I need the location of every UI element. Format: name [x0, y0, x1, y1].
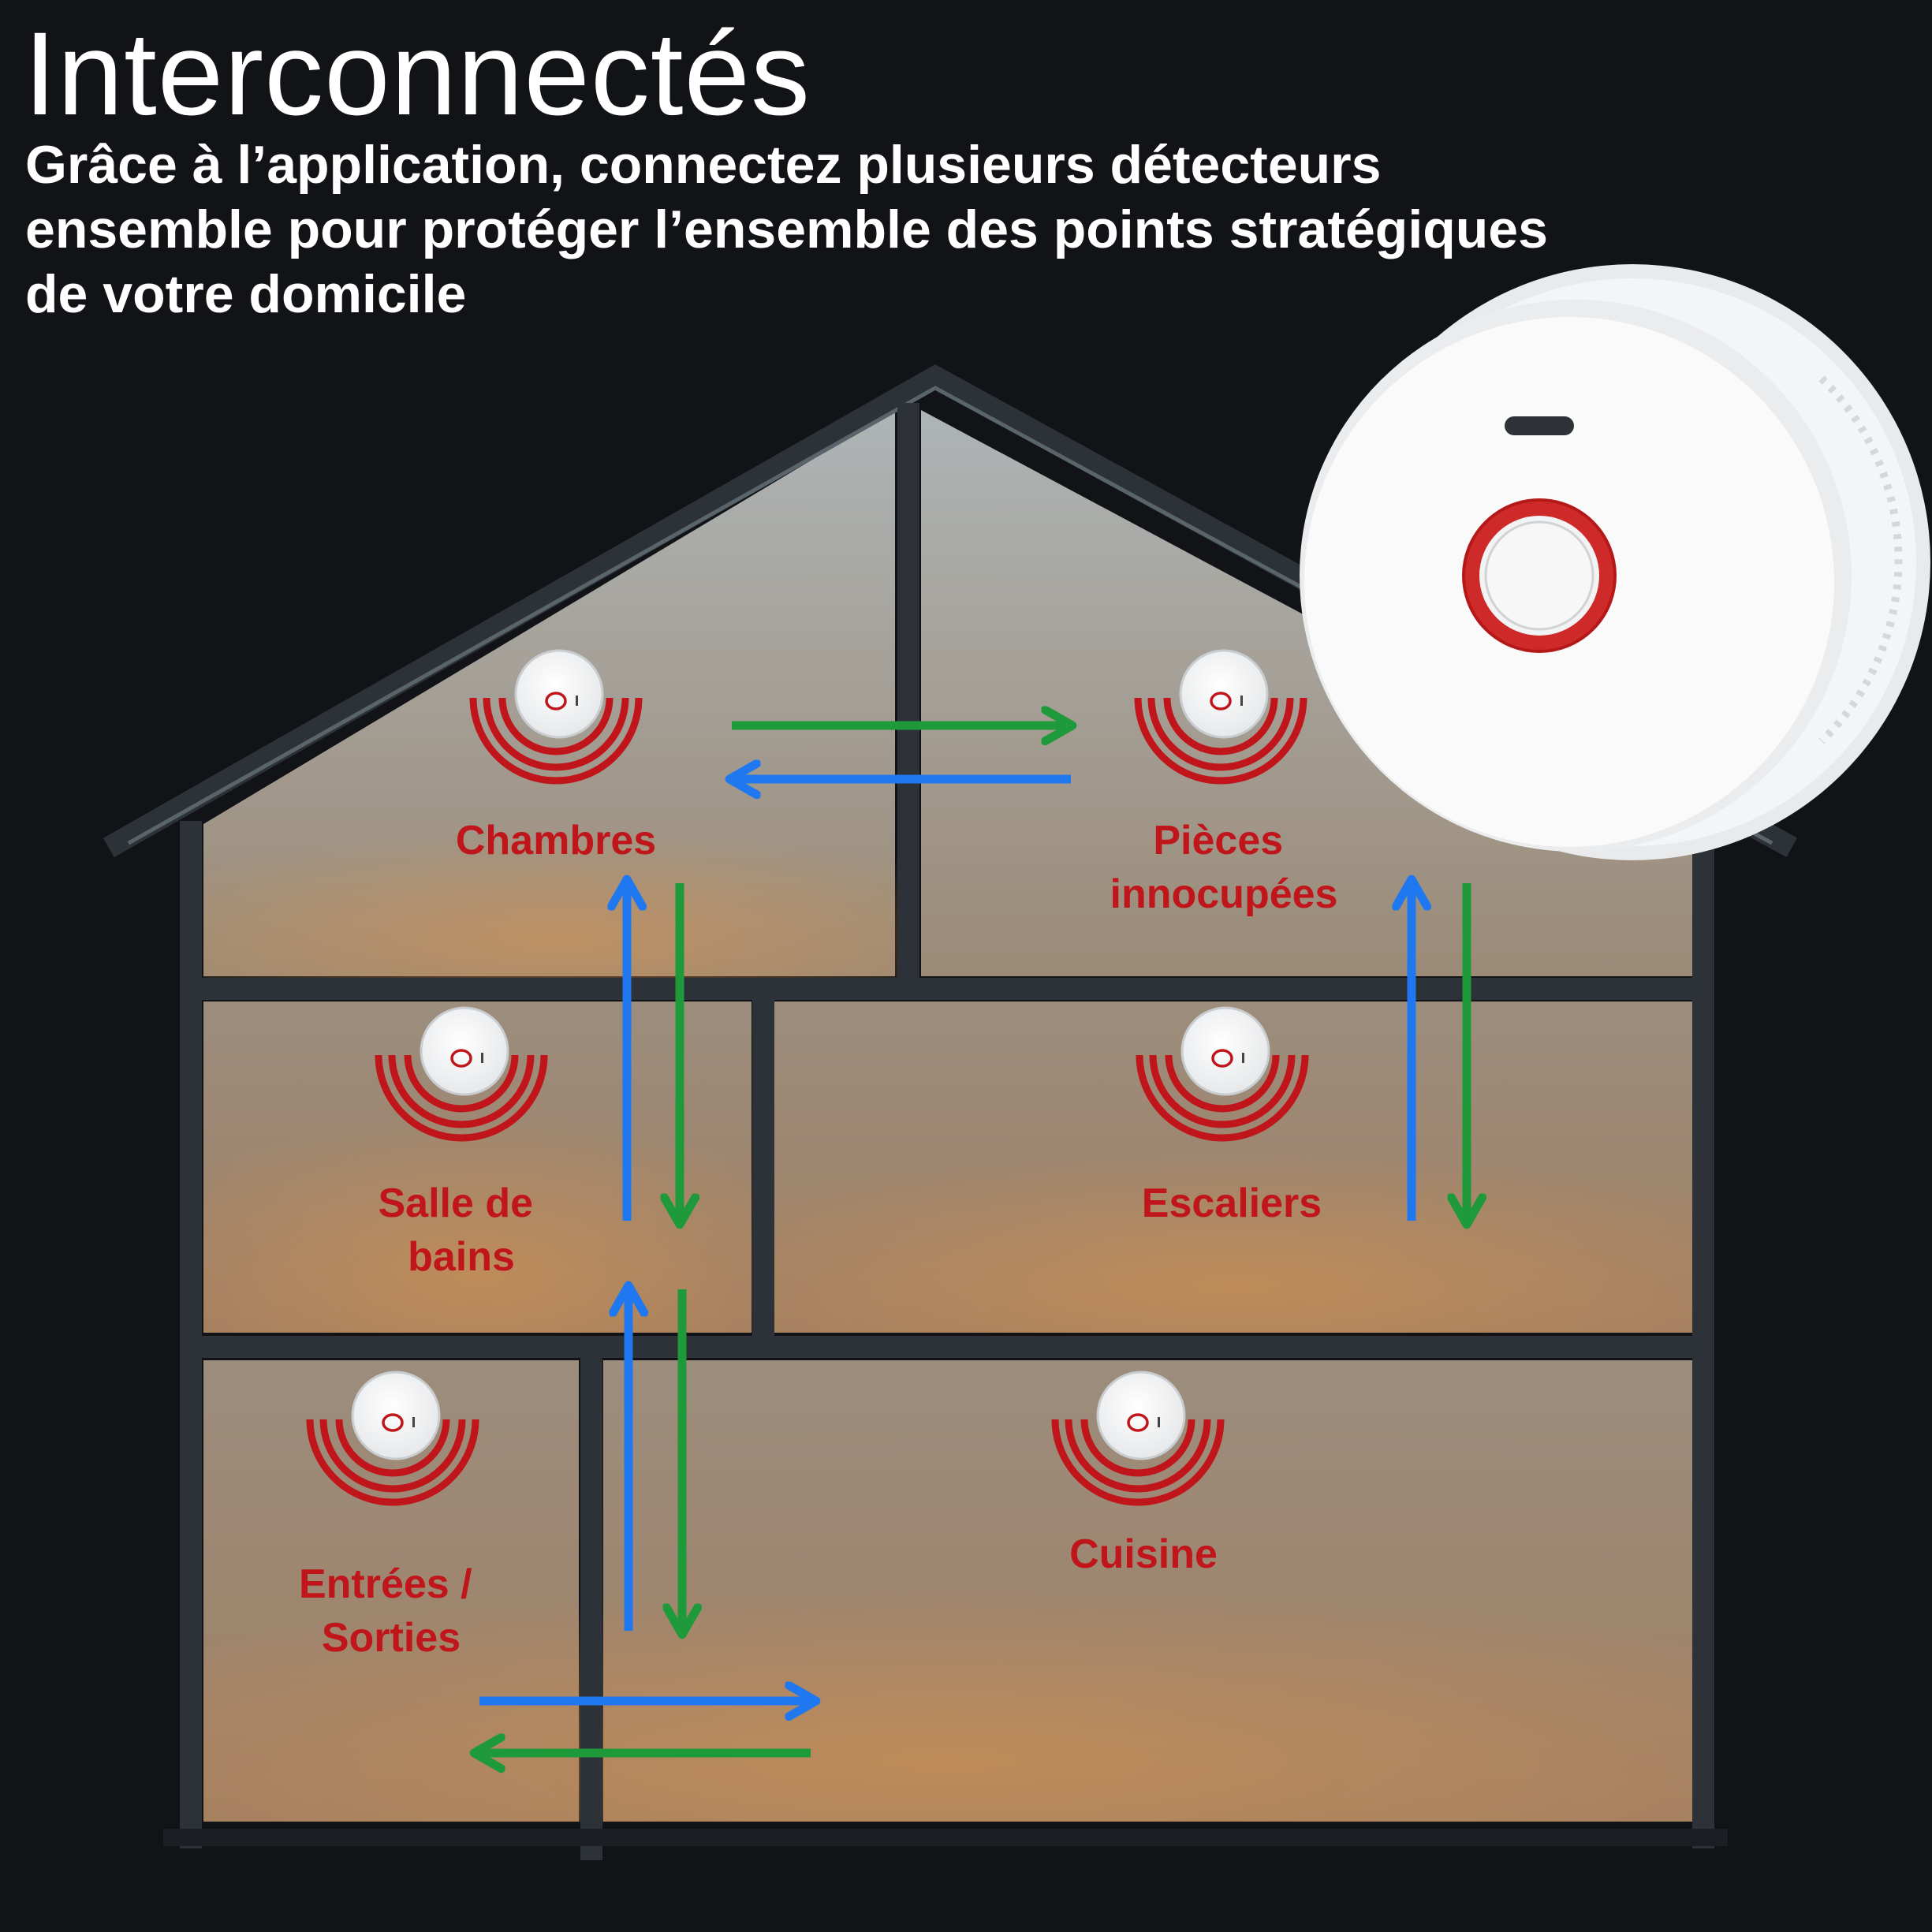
room-label-line: Cuisine [1069, 1531, 1218, 1577]
smoke-detector-icon [514, 649, 604, 739]
detector-escaliers [1136, 1006, 1309, 1142]
room-label-line: innocupées [1110, 871, 1338, 917]
room-label-line: Sorties [322, 1615, 461, 1661]
alarm-waves-icon [1134, 697, 1307, 785]
page-subtitle: Grâce à l’application, connectez plusieu… [25, 135, 1548, 324]
room-label-line: Salle de [378, 1180, 533, 1226]
alarm-waves-icon [375, 1054, 548, 1142]
room-label-line: Entrées / [299, 1561, 472, 1607]
house-rooms [203, 410, 1695, 1822]
detector-chambres [469, 649, 643, 785]
alarm-waves-icon [1051, 1419, 1225, 1506]
room-label-escaliers: Escaliers [1142, 1180, 1322, 1226]
alarm-waves-icon [1136, 1054, 1309, 1142]
room-label-line: Pièces [1153, 818, 1283, 863]
alarm-waves-icon [306, 1419, 479, 1506]
page-title: Interconnectés [24, 7, 811, 140]
smoke-detector-icon [351, 1371, 441, 1460]
room-label-chambres: Chambres [456, 818, 656, 863]
room-label-line: Chambres [456, 818, 656, 863]
detector-cuisine [1051, 1371, 1225, 1506]
smoke-detector-icon [420, 1006, 509, 1096]
detector-entrees [306, 1371, 479, 1506]
connection-arrows [478, 725, 1467, 1753]
smoke-detector-icon [1179, 649, 1269, 739]
indicator-slot [1505, 416, 1574, 435]
room-label-cuisine: Cuisine [1069, 1531, 1218, 1577]
smoke-detector-icon [1180, 1006, 1270, 1096]
room-label-pieces: Pièces innocupées [1110, 818, 1338, 917]
alarm-waves-icon [469, 697, 643, 785]
room-label-line: Escaliers [1142, 1180, 1322, 1226]
room-label-line: bains [408, 1234, 515, 1280]
room-label-salle-de-bains: Salle de bains [378, 1180, 544, 1280]
smoke-detector-icon [1096, 1371, 1186, 1460]
detector-salle-de-bains [375, 1006, 548, 1142]
detector-pieces [1134, 649, 1307, 785]
room-label-entrees: Entrées / Sorties [299, 1561, 483, 1661]
smoke-detector-product [1300, 264, 1930, 860]
